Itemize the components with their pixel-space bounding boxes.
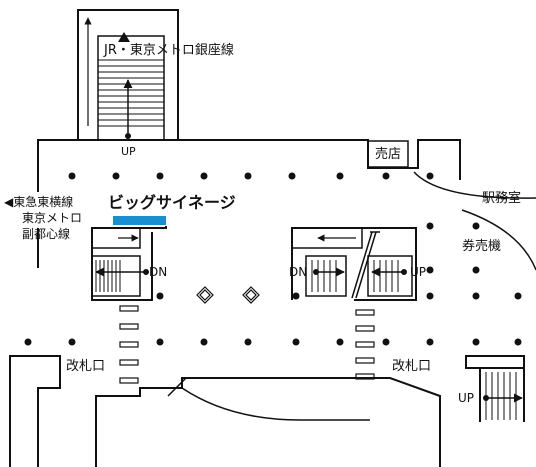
label-tokyu-line-1: ◀東急東横線	[4, 195, 74, 209]
label-ticket-machines: 券売機	[462, 239, 502, 254]
upper-wall	[37, 139, 461, 192]
ramp-line	[167, 377, 187, 397]
right-escalator	[291, 227, 417, 301]
big-signage-bar	[113, 216, 166, 225]
ticket-machine-arc	[461, 209, 536, 271]
ramp-line-2	[181, 387, 370, 421]
top-stair-inner	[97, 35, 165, 140]
label-dn-right: DN	[289, 265, 308, 279]
label-up-right: UP	[410, 265, 427, 279]
label-kiosk: 売店	[375, 147, 402, 162]
label-up-top: UP	[121, 145, 136, 158]
top-stair-steps	[98, 59, 164, 127]
pillar-diamonds	[196, 286, 260, 304]
label-station-office: 駅務室	[482, 191, 522, 206]
label-up-bottom: UP	[458, 391, 475, 405]
kiosk-box	[367, 140, 409, 168]
bottom-right-stair	[465, 355, 525, 422]
label-dn-left: DN	[149, 265, 168, 279]
label-jr-line: JR・東京メトロ銀座線	[104, 43, 234, 58]
label-gate-left: 改札口	[66, 359, 106, 374]
left-escalator	[91, 226, 167, 301]
bottom-wall	[95, 377, 441, 467]
label-gate-right: 改札口	[392, 359, 432, 374]
up-triangle	[118, 32, 130, 42]
top-stair-wall	[77, 9, 179, 140]
label-tokyu-line-2: 東京メトロ	[22, 211, 83, 225]
label-tokyu-line-3: 副都心線	[22, 227, 71, 241]
gate-marks-left	[119, 305, 139, 384]
station-office-wall	[413, 171, 536, 199]
label-big-signage: ビッグサイネージ	[108, 193, 236, 212]
pillar-dots	[24, 172, 522, 346]
bottom-left-wall	[9, 355, 61, 467]
gate-marks-right	[355, 309, 375, 380]
